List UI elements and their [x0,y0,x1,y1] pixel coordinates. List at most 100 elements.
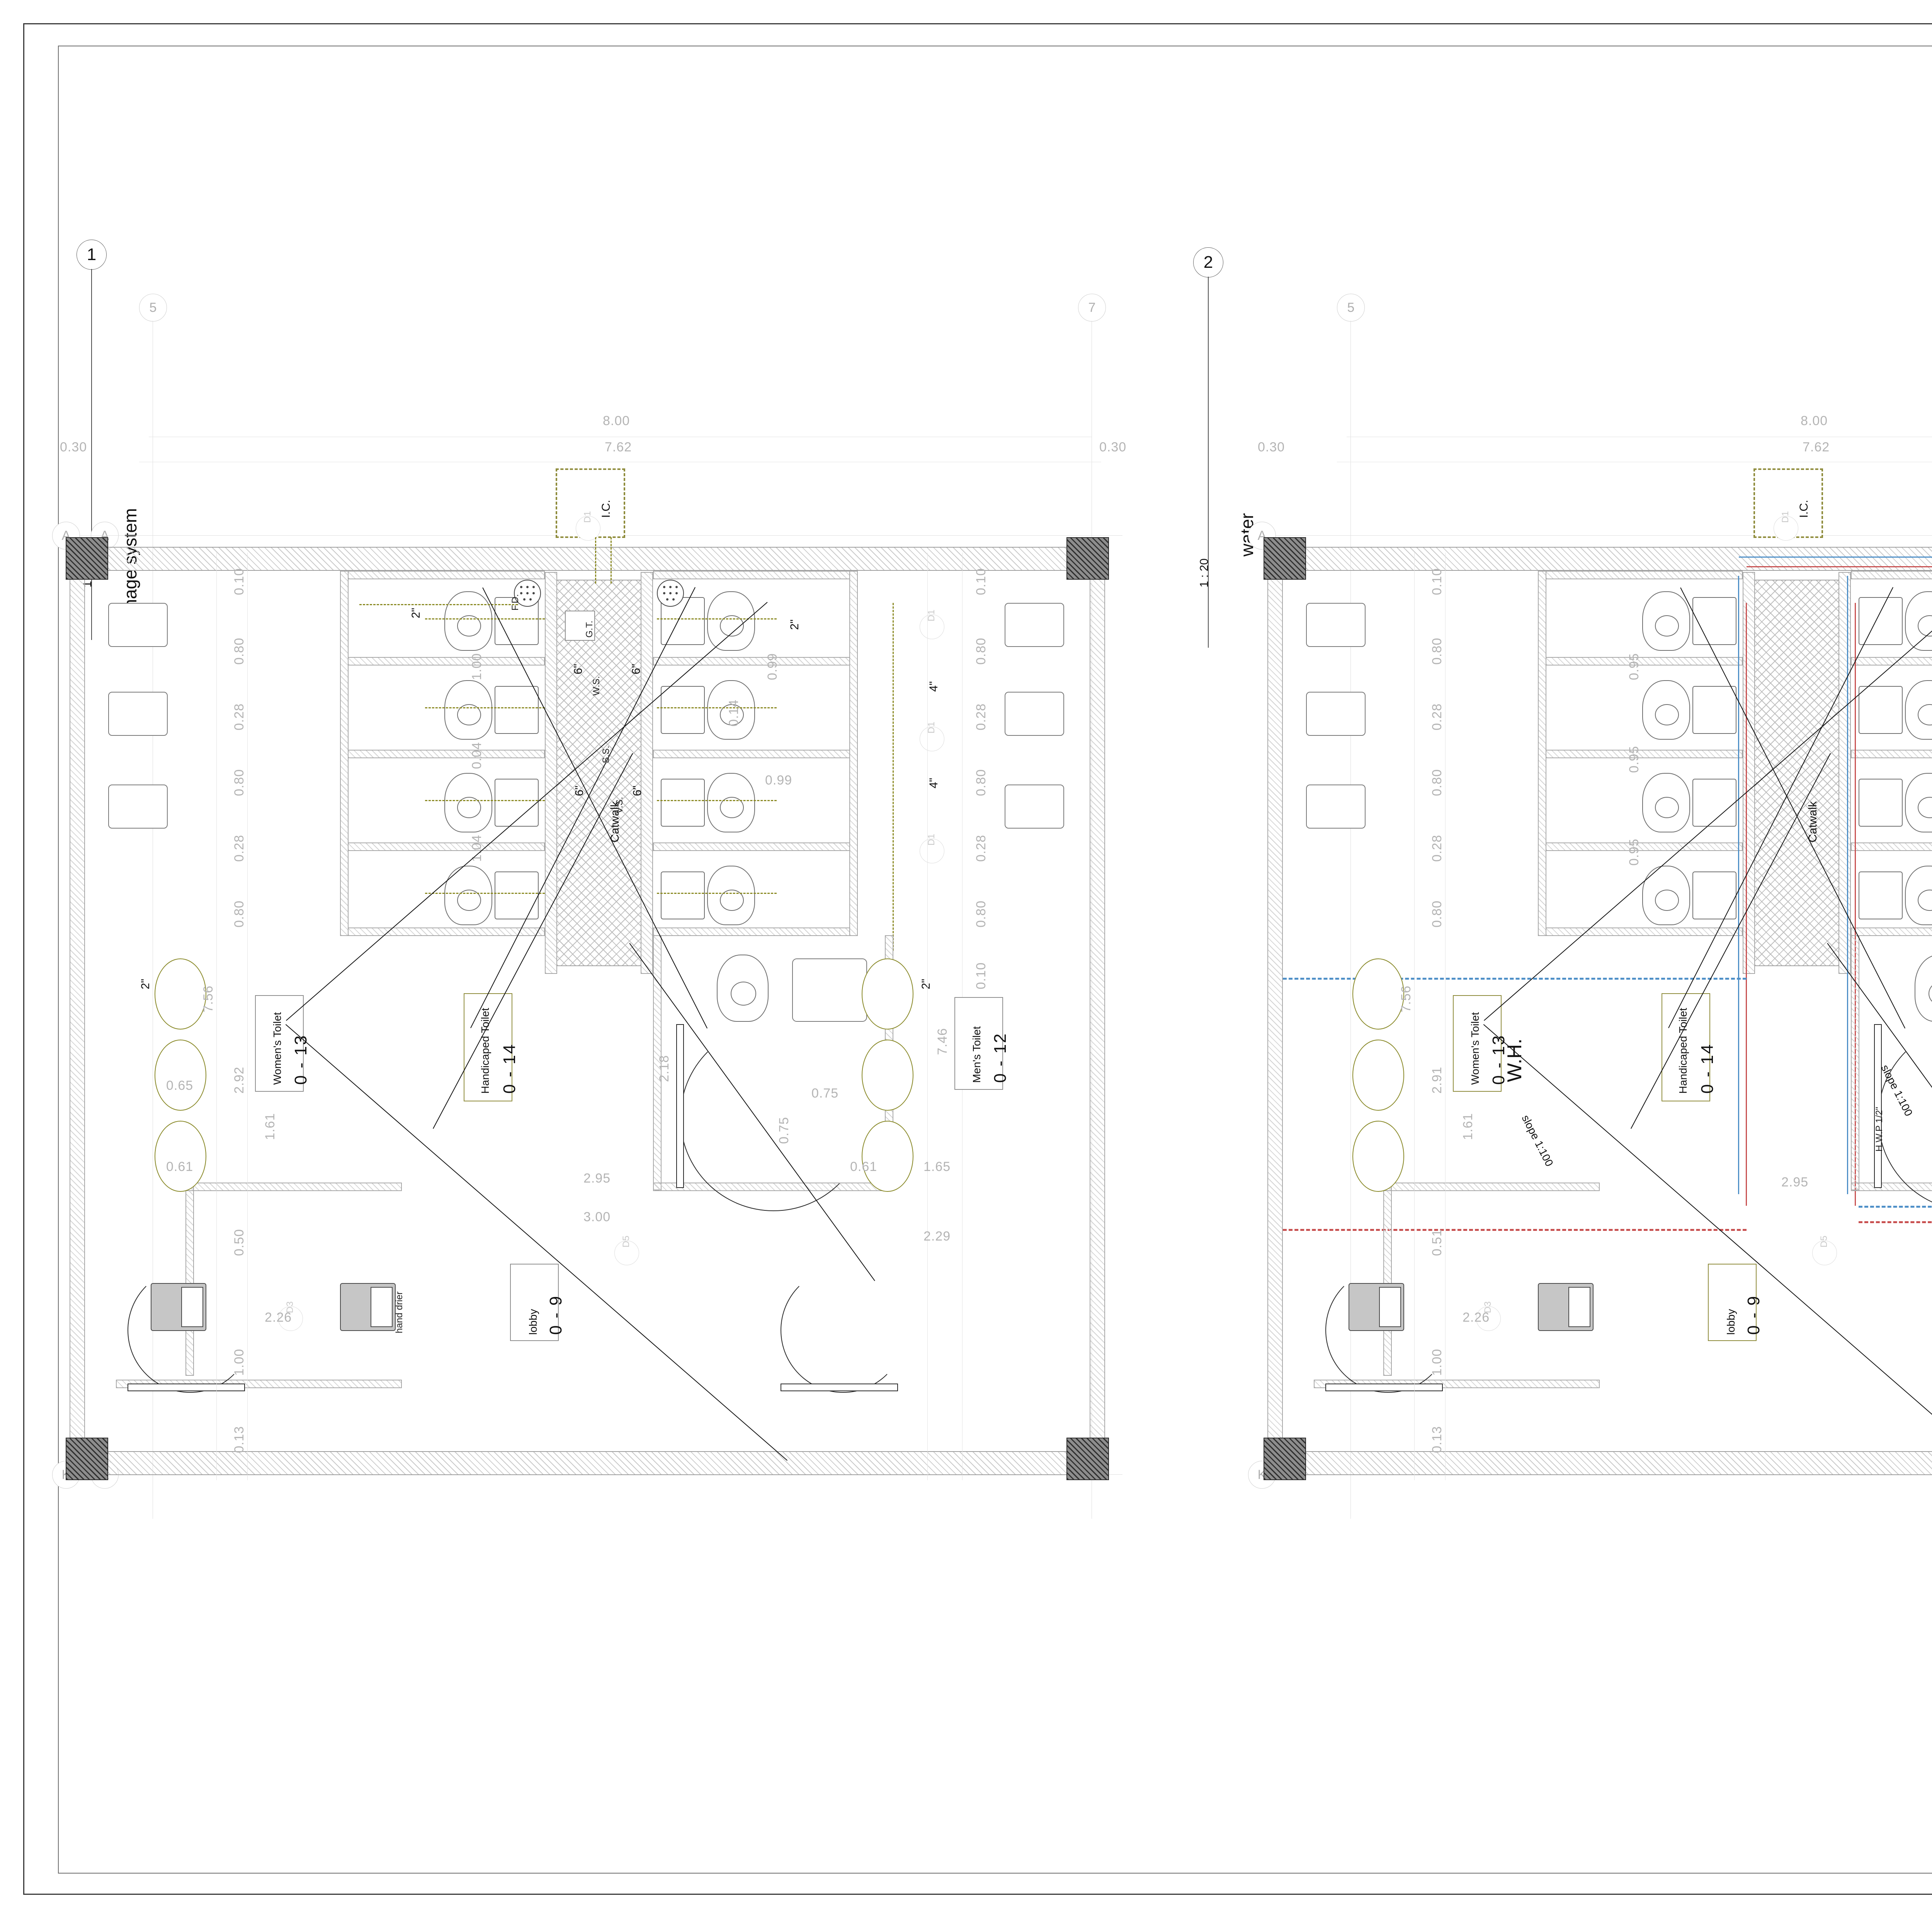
grid-bubble-top-7[interactable]: 7 [1078,294,1106,322]
dim-i-004: 0.04 [469,742,484,769]
door-tag-label: D5 [1818,1236,1829,1247]
cistern-w3 [1692,779,1736,827]
wc-m2 [1905,680,1932,740]
door-leaf-lobby-left [128,1384,245,1391]
cold-water-line-dashed-r [1859,1206,1932,1208]
exterior-wall-left [1267,547,1283,1474]
room-tag-handicaped-toilet[interactable]: 0 - 14 Handicaped Toilet [1662,993,1717,1101]
room-tag-womens-toilet[interactable]: 0 - 13 Women's Toilet [255,995,310,1092]
view-1-number-bubble[interactable]: 1 [77,240,107,270]
service-shaft [1754,580,1839,966]
dim-l-3: 0.80 [1430,769,1444,796]
door-tag-label: D1 [582,511,593,523]
dim-i-100: 1.00 [469,653,484,680]
view-2-title-line [1208,277,1209,648]
dim-r-9: 2.29 [923,1229,951,1244]
room-tag-lobby[interactable]: 0 - 9 lobby [1708,1264,1763,1341]
gridline [1350,321,1351,1519]
lobby-wall-top [185,1183,402,1191]
urinal-r1 [862,958,913,1030]
dim-l-4: 0.28 [1430,834,1444,862]
dim-r-1: 0.80 [974,637,988,665]
gridline [1275,535,1932,536]
cistern-m1 [1859,597,1903,645]
partition-wall-m5 [653,928,850,936]
dim-l-0: 0.10 [232,568,247,595]
room-name: Women's Toilet [271,1012,283,1085]
door-leaf-handicap [1874,1024,1882,1188]
dimension-line [1414,553,1415,1480]
hot-water-line-dashed-r [1859,1221,1932,1223]
cold-water-riser-right [1847,576,1848,1194]
dim-r-8: 1.65 [923,1159,951,1174]
room-tag-lobby[interactable]: 0 - 9 lobby [510,1264,565,1341]
door-leaf-lobby-left [1325,1384,1443,1391]
dim-top-overall: 8.00 [603,414,630,428]
door-tag-d1-m2[interactable]: D1 [920,722,944,751]
dim-r-5: 0.80 [974,900,988,928]
dim-l-9: 0.51 [1430,1229,1444,1256]
dim-top-right-wall: 0.30 [1099,440,1127,454]
partition-wall-w4 [1546,842,1743,851]
drain-branch [657,893,777,894]
pipe-size-4in-b: 4" [927,778,940,788]
cistern-m4 [1859,871,1903,919]
lav-left-3 [1306,785,1366,829]
label-hand-drier: hand drier [394,1291,405,1333]
dim-l-10: 2.26 [1463,1310,1490,1325]
dim-l-12: 0.13 [232,1426,247,1453]
partition-wall-w2 [348,657,545,665]
dim-l-12: 0.13 [1430,1426,1444,1453]
door-tag-d5[interactable]: D5 [614,1236,639,1265]
column-top-left [66,537,108,580]
room-tag-mens-toilet[interactable]: 0 - 12 Men's Toilet [954,997,1010,1090]
door-leaf-handicap [676,1024,684,1188]
urinal-l1 [1352,958,1404,1030]
partition-wall-m2 [653,657,850,665]
drain-branch [425,893,545,894]
room-number: 0 - 14 [1698,1043,1717,1094]
dim-218: 2.18 [657,1055,672,1082]
exterior-wall-left [70,547,85,1474]
door-tag-d3[interactable]: D3 [1476,1301,1501,1331]
toilet-block-left-wall [1538,571,1546,936]
cistern-w2 [495,686,539,734]
dim-i-295: 2.95 [1781,1175,1809,1190]
partition-wall-w5 [348,928,545,936]
door-tag-d5[interactable]: D5 [1812,1236,1837,1265]
room-tag-womens-toilet[interactable]: 0 - 13 Women's Toilet [1453,995,1508,1092]
floor-drain-m1 [657,580,684,607]
partition-wall-w4 [348,842,545,851]
column-bottom-right [1066,1438,1109,1480]
column-bottom-left [1264,1438,1306,1480]
label-slope-a: slope 1:100 [1519,1113,1556,1169]
drain-branch [657,618,777,619]
door-tag-d1-ic[interactable]: D1 [576,511,600,541]
dim-r-2: 0.28 [974,703,988,730]
wc-handicap [1915,955,1932,1022]
grid-bubble-top-5[interactable]: 5 [1337,294,1365,322]
room-tag-handicaped-toilet[interactable]: 0 - 14 Handicaped Toilet [464,993,519,1101]
room-name: lobby [527,1309,539,1335]
door-tag-d1-ic[interactable]: D1 [1774,511,1798,541]
pipe-size-2in-a: 2" [410,608,422,618]
urinal-l3 [1352,1121,1404,1192]
urinal-l2 [1352,1040,1404,1111]
column-bottom-left [66,1438,108,1480]
lav-right-3 [1005,785,1064,829]
dim-r-6: 0.10 [974,962,988,989]
wc-m1 [707,591,755,651]
grid-bubble-label: 5 [1347,300,1355,315]
view-1-drainage-system: 1 Drainage system 1 : 20 5 7 A A K K [0,0,1159,1584]
dim-l-7: 2.92 [232,1066,247,1094]
door-tag-d3[interactable]: D3 [278,1301,303,1331]
door-tag-d1-m1[interactable]: D1 [920,609,944,639]
view-1-title-line [91,269,92,640]
wc-w2 [1642,680,1690,740]
dim-i-099: 0.99 [765,653,780,680]
door-tag-d1-m3[interactable]: D1 [920,834,944,863]
dim-l-0: 0.10 [1430,568,1444,595]
view-2-number-bubble[interactable]: 2 [1193,247,1223,277]
pipe-size-4in-a: 4" [927,681,940,692]
grid-bubble-top-5[interactable]: 5 [139,294,167,322]
